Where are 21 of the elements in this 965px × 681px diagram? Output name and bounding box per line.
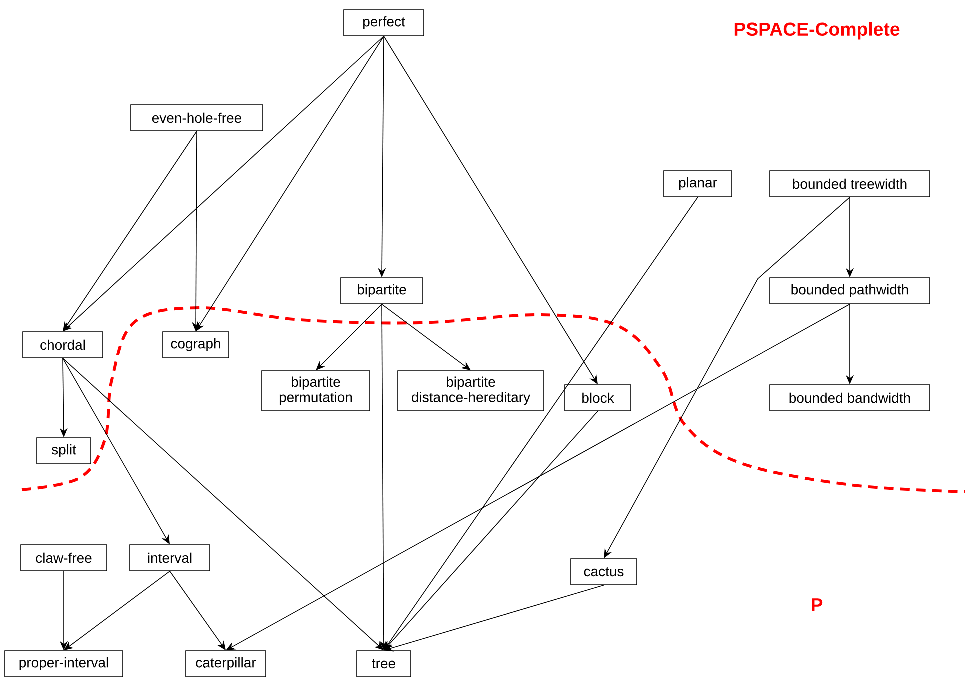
class-box: planar	[664, 170, 732, 198]
class-box: bipartite	[340, 278, 424, 304]
class-box: split	[36, 438, 92, 464]
class-box: interval	[130, 544, 210, 572]
class-box: bounded pathwidth	[770, 278, 930, 304]
class-box: perfect	[344, 10, 424, 36]
class-box: tree	[356, 650, 412, 678]
class-box: even-hole-free	[130, 104, 264, 132]
region-label: P	[812, 598, 823, 612]
class-box: cactus	[570, 558, 638, 586]
class-box: bipartite distance-hereditary	[398, 370, 544, 412]
class-box: claw-free	[20, 544, 108, 572]
class-box: caterpillar	[186, 650, 266, 678]
class-box: bipartite permutation	[262, 370, 370, 412]
class-box: bounded bandwidth	[770, 384, 930, 412]
class-box: chordal	[22, 332, 104, 358]
class-box: proper-interval	[4, 650, 124, 678]
class-box: block	[564, 384, 632, 412]
class-box: bounded treewidth	[770, 170, 930, 198]
region-label: PSPACE-Complete	[734, 22, 900, 40]
class-box: cograph	[162, 332, 230, 358]
